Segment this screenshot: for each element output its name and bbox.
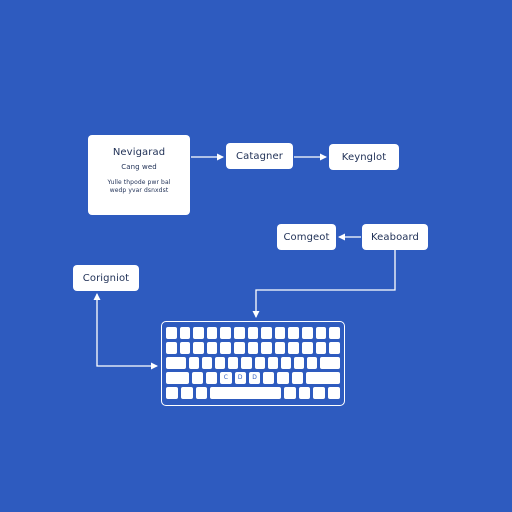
keyboard-key: [220, 327, 232, 339]
keyboard-key: [241, 357, 252, 369]
keyboard-key: [315, 327, 327, 339]
keyboard-key: [179, 342, 191, 354]
keyboard-key: [254, 357, 265, 369]
keyboard-key: [191, 372, 203, 384]
keyboard-key: [329, 327, 340, 339]
keyboard-key: [267, 357, 278, 369]
keyboard-key: [166, 387, 178, 399]
node-keyboard-label-text: Keaboard: [370, 231, 420, 243]
keyboard-key: [206, 327, 218, 339]
keyboard-key: [329, 342, 340, 354]
keyboard-key: [274, 327, 286, 339]
keyboard-key: [291, 372, 304, 384]
keyboard-row: [166, 387, 340, 399]
keyboard-key: [193, 342, 204, 354]
keyboard-key: [283, 387, 296, 399]
keyboard-key: [234, 342, 245, 354]
keyboard-key: [302, 342, 313, 354]
keyboard-key: [263, 372, 275, 384]
keyboard-key: [277, 372, 289, 384]
keyboard-key: [306, 372, 341, 384]
keyboard-key: [166, 327, 177, 339]
keyboard-key: [179, 327, 191, 339]
keyboard-key: [306, 357, 317, 369]
keyboard-key: D: [248, 372, 261, 384]
node-compart: Comgeot: [277, 224, 336, 250]
keyboard-key: [261, 327, 272, 339]
keyboard-key: C: [220, 372, 232, 384]
keyboard-key: [288, 342, 300, 354]
keyboard-key: [247, 342, 259, 354]
keyboard-key: [328, 387, 340, 399]
keyboard-key: [261, 342, 272, 354]
keyboard-key: [319, 357, 341, 369]
keyboard-row: [166, 357, 341, 369]
keyboard-key: [180, 387, 193, 399]
keyboard-key: [215, 357, 226, 369]
keyboard-key: [298, 387, 311, 399]
keyboard-key: [202, 357, 213, 369]
keyboard-row: [166, 327, 340, 339]
keyboard-row: [166, 342, 340, 354]
keyboard-key: [313, 387, 326, 399]
node-main-title: Nevigarad: [112, 147, 166, 158]
node-compart-label: Comgeot: [283, 231, 330, 243]
node-main: Nevigarad Cang wed Yulle thpode pwr bal …: [88, 135, 190, 215]
keyboard-key: [166, 372, 189, 384]
keyboard-key: [193, 327, 204, 339]
keyboard-key: [166, 342, 177, 354]
keyboard-key: [234, 327, 245, 339]
node-keylist: Keynglot: [329, 144, 399, 170]
node-categorier: Catagner: [226, 143, 293, 169]
keyboard-key: [302, 327, 313, 339]
keyboard-key: [220, 342, 232, 354]
node-configurator-label: Corigniot: [82, 272, 130, 284]
keyboard-key: [274, 342, 286, 354]
node-main-subtitle: Cang wed: [121, 163, 157, 171]
keyboard-key: [315, 342, 327, 354]
arrow-keyboard-label-to-keyboard: [252, 250, 396, 318]
keyboard-key: [247, 327, 259, 339]
keyboard-key: [228, 357, 239, 369]
node-main-body-line1: Yulle thpode pwr bal: [107, 179, 171, 186]
keyboard-key: [206, 342, 218, 354]
arrow-configurator-to-keyboard: [96, 296, 158, 370]
keyboard-key: [189, 357, 200, 369]
keyboard-key: [210, 387, 281, 399]
keyboard-key: [293, 357, 304, 369]
keyboard-key: [195, 387, 208, 399]
keyboard-key: [166, 357, 187, 369]
node-configurator: Corigniot: [73, 265, 139, 291]
keyboard-key: [205, 372, 218, 384]
node-main-body-line2: wedp yvar dsnxdst: [109, 187, 169, 194]
node-categorier-label: Catagner: [236, 150, 283, 162]
keyboard-key: [280, 357, 291, 369]
node-keylist-label: Keynglot: [341, 151, 387, 163]
keyboard-key: [288, 327, 300, 339]
node-keyboard-label: Keaboard: [362, 224, 428, 250]
keyboard-key: D: [234, 372, 246, 384]
